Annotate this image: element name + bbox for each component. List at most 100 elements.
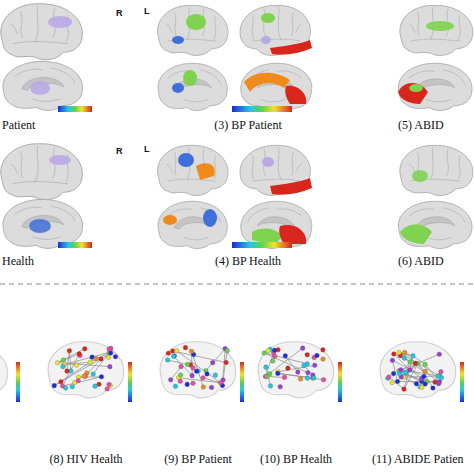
- network-node: [264, 365, 269, 370]
- network-node: [436, 381, 441, 386]
- network-node: [82, 374, 87, 379]
- network-node: [91, 372, 96, 377]
- network-node: [423, 369, 428, 374]
- network-node: [262, 351, 267, 356]
- network-node: [185, 362, 190, 367]
- network-node: [224, 360, 229, 365]
- network-node: [191, 381, 196, 386]
- network-node: [189, 349, 194, 354]
- panel-caption: (10) BP Health: [260, 452, 332, 466]
- network-node: [107, 347, 112, 352]
- hemisphere-label: R: [116, 146, 123, 156]
- network-node: [300, 346, 305, 351]
- network-node: [178, 379, 183, 384]
- network-link: [57, 349, 84, 363]
- network-node: [82, 347, 87, 352]
- network-node: [312, 363, 317, 368]
- network-node: [88, 360, 93, 365]
- network-node: [305, 376, 310, 381]
- network-node: [225, 348, 230, 353]
- network-node: [76, 378, 81, 383]
- brain-network: [165, 345, 229, 389]
- network-node: [74, 363, 79, 368]
- network-node: [218, 381, 223, 386]
- network-node: [178, 373, 183, 378]
- network-node: [321, 357, 326, 362]
- network-node: [61, 358, 66, 363]
- panel-caption: (6) ABID: [398, 254, 444, 268]
- network-node: [52, 383, 57, 388]
- network-node: [276, 371, 281, 376]
- brain-network: [262, 346, 326, 389]
- network-node: [201, 375, 206, 380]
- network-link: [69, 351, 71, 371]
- network-link: [173, 351, 226, 362]
- network-node: [194, 369, 199, 374]
- hemisphere-label: L: [144, 6, 150, 16]
- network-node: [205, 372, 210, 377]
- network-node: [183, 345, 188, 350]
- network-node: [271, 359, 276, 364]
- network-node: [298, 377, 303, 382]
- network-node: [94, 356, 99, 361]
- network-node: [414, 381, 419, 386]
- panel-caption: Patient: [2, 118, 35, 132]
- network-link: [64, 352, 109, 364]
- network-node: [268, 372, 273, 377]
- network-node: [209, 385, 214, 390]
- network-node: [392, 352, 397, 357]
- network-node: [315, 353, 320, 358]
- network-node: [436, 374, 441, 379]
- network-node: [390, 358, 395, 363]
- network-node: [278, 385, 283, 390]
- hemisphere-label: R: [116, 8, 123, 18]
- network-link: [206, 349, 225, 371]
- network-node: [296, 370, 301, 375]
- network-node: [113, 354, 118, 359]
- network-node: [93, 384, 98, 389]
- network-link: [400, 356, 439, 382]
- network-node: [282, 375, 287, 380]
- network-node: [402, 350, 407, 355]
- network-link: [223, 351, 227, 380]
- network-node: [99, 374, 104, 379]
- network-node: [107, 382, 112, 387]
- network-node: [403, 370, 408, 375]
- brain-network: [386, 350, 444, 391]
- network-node: [312, 376, 317, 381]
- network-node: [413, 361, 418, 366]
- network-node: [166, 351, 171, 356]
- panel-caption: (8) HIV Health: [49, 452, 122, 466]
- network-node: [387, 375, 392, 380]
- network-node: [201, 385, 206, 390]
- network-node: [391, 371, 396, 376]
- network-link: [57, 354, 79, 363]
- network-node: [210, 360, 215, 365]
- network-node: [439, 369, 444, 374]
- panel-caption: Health: [2, 254, 34, 268]
- network-node: [213, 373, 218, 378]
- network-node: [411, 354, 416, 359]
- network-link: [85, 359, 101, 376]
- network-node: [168, 378, 173, 383]
- panel-caption: (4) BP Health: [215, 254, 281, 268]
- network-node: [306, 370, 311, 375]
- network-node: [83, 374, 88, 379]
- network-node: [305, 353, 310, 358]
- network-link: [54, 353, 110, 386]
- network-node: [70, 384, 75, 389]
- network-link: [264, 353, 308, 373]
- network-node: [63, 386, 68, 391]
- network-node: [67, 348, 72, 353]
- network-node: [77, 352, 82, 357]
- network-node: [106, 355, 111, 360]
- network-node: [395, 379, 400, 384]
- panel-caption: (9) BP Patient: [164, 452, 232, 466]
- network-node: [172, 354, 177, 359]
- network-node: [408, 368, 413, 373]
- network-node: [423, 362, 428, 367]
- network-node: [397, 350, 402, 355]
- network-node: [165, 358, 170, 363]
- network-link: [177, 351, 221, 383]
